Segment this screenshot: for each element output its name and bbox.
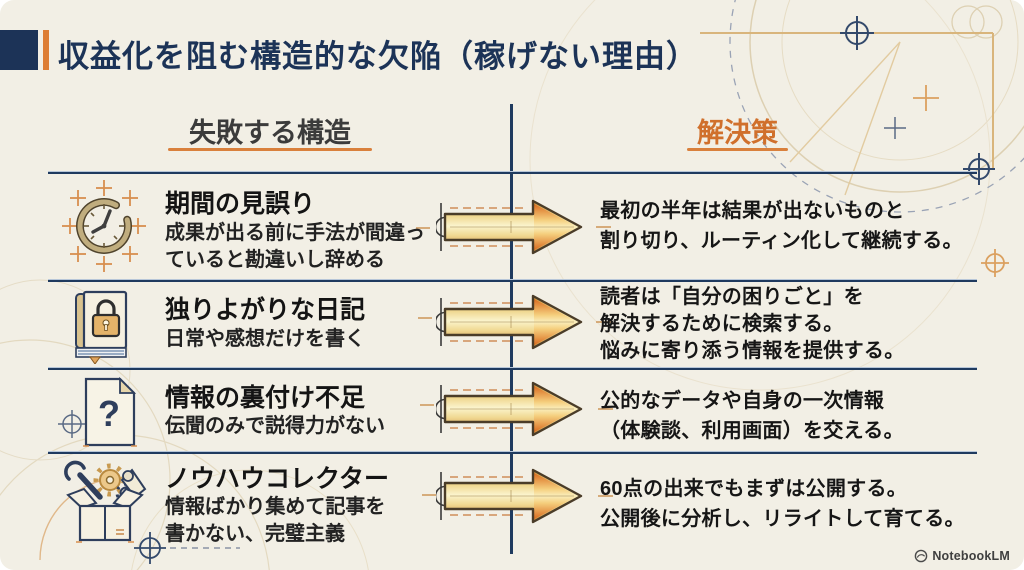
locked-diary-icon	[75, 290, 128, 364]
knowhow-collector-box-icon	[64, 460, 147, 543]
title-accent-square	[0, 30, 38, 70]
problem-title: ノウハウコレクター	[165, 465, 390, 493]
brand-label: NotebookLM	[932, 549, 1010, 563]
problem-title: 独りよがりな日記	[165, 296, 366, 324]
page-title: 収益化を阻む構造的な欠陥（稼げない理由）	[58, 39, 698, 74]
notebooklm-brand: NotebookLM	[914, 549, 1010, 563]
row-separator	[48, 451, 977, 454]
table-row: ? 情報の裏付け不足 伝聞のみで説得力がない 公的なデータや自身の一次情報 （体…	[0, 370, 1024, 451]
row-separator	[48, 171, 977, 174]
solution-text: 読者は「自分の困りごと」を 解決するために検索する。 悩みに寄り添う情報を提供す…	[600, 286, 905, 362]
transform-arrow-icon	[436, 381, 583, 437]
transform-arrow-icon	[436, 294, 583, 350]
problem-desc: 成果が出る前に手法が間違っ ていると勘違いし辞める	[165, 222, 425, 272]
transform-arrow-icon	[436, 468, 583, 524]
solution-text: 最初の半年は結果が出ないものと 割り切り、ルーティン化して継続する。	[600, 200, 963, 252]
table-row: ノウハウコレクター 情報ばかり集めて記事を 書かない、完璧主義 60点の出来でも…	[0, 454, 1024, 560]
solution-text: 公的なデータや自身の一次情報 （体験談、利用画面）を交える。	[600, 390, 904, 442]
failure-header-underline	[168, 148, 372, 151]
solution-text: 60点の出来でもまずは公開する。 公開後に分析し、リライトして育てる。	[600, 478, 965, 530]
table-row: 独りよがりな日記 日常や感想だけを書く 読者は「自分の困りごと」を 解決するため…	[0, 282, 1024, 367]
notebooklm-logo-icon	[915, 549, 928, 563]
problem-desc: 伝聞のみで説得力がない	[165, 415, 385, 437]
row-separator	[48, 367, 977, 370]
transform-arrow-icon	[436, 199, 583, 255]
unverified-document-icon: ?	[83, 376, 137, 447]
broken-clock-icon	[62, 180, 146, 272]
column-header-solution: 解決策	[697, 118, 778, 148]
problem-desc: 情報ばかり集めて記事を 書かない、完璧主義	[165, 496, 386, 546]
title-accent-bar	[43, 30, 49, 70]
svg-text:?: ?	[98, 393, 120, 434]
problem-desc: 日常や感想だけを書く	[165, 328, 365, 350]
solution-header-underline	[687, 148, 788, 151]
column-header-failure: 失敗する構造	[189, 118, 351, 148]
table-row: 期間の見誤り 成果が出る前に手法が間違っ ていると勘違いし辞める 最初の半年は結…	[0, 174, 1024, 279]
problem-title: 期間の見誤り	[165, 190, 316, 218]
row-separator	[48, 279, 977, 282]
problem-title: 情報の裏付け不足	[165, 384, 366, 412]
